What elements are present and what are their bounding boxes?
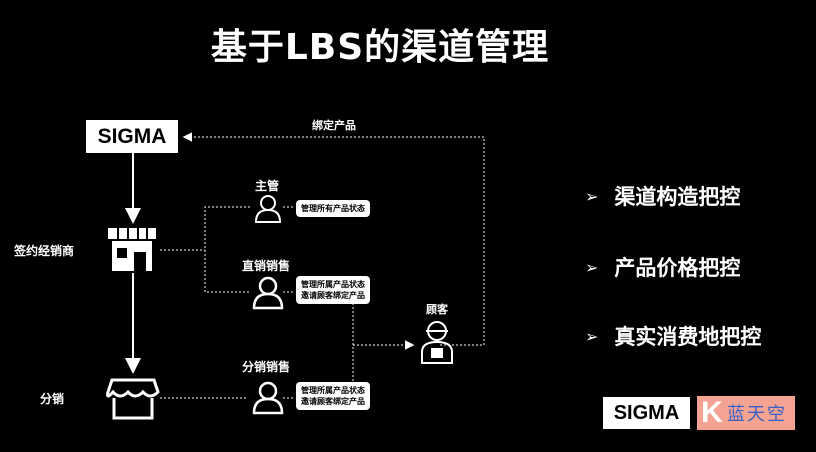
line-customer-to-sigma bbox=[182, 132, 485, 346]
partner-logo-letter: K bbox=[701, 396, 723, 429]
line-dealer-branch bbox=[204, 206, 250, 293]
note-direct-sales: 管理所属产品状态 邀请顾客绑定产品 bbox=[296, 276, 370, 304]
note-supervisor: 管理所有产品状态 bbox=[296, 200, 370, 217]
node-subdist: 分销 bbox=[40, 392, 65, 406]
bullet-item: ➢ 真实消费地把控 bbox=[585, 325, 762, 349]
node-dist-sales: 分销销售 bbox=[242, 360, 291, 374]
chevron-right-icon: ➢ bbox=[585, 186, 599, 206]
sigma-logo-box: SIGMA bbox=[86, 120, 178, 153]
edge-label-bind-product: 绑定产品 bbox=[312, 119, 356, 132]
note-dist-sales: 管理所属产品状态 邀请顾客绑定产品 bbox=[296, 382, 370, 410]
node-customer: 顾客 bbox=[426, 303, 448, 316]
node-dealer: 签约经销商 bbox=[14, 244, 75, 258]
bullet-item: ➢ 产品价格把控 bbox=[585, 256, 741, 280]
partner-logo: K 蓝天空 bbox=[697, 396, 795, 430]
bullet-item: ➢ 渠道构造把控 bbox=[585, 185, 741, 209]
footer-sigma-logo: SIGMA bbox=[603, 397, 690, 429]
partner-logo-text: 蓝天空 bbox=[727, 404, 787, 425]
node-direct-sales: 直销销售 bbox=[242, 259, 291, 273]
node-supervisor: 主管 bbox=[255, 179, 280, 193]
page-title: 基于LBS的渠道管理 bbox=[210, 27, 550, 68]
chevron-right-icon: ➢ bbox=[585, 257, 599, 277]
chevron-right-icon: ➢ bbox=[585, 326, 599, 346]
